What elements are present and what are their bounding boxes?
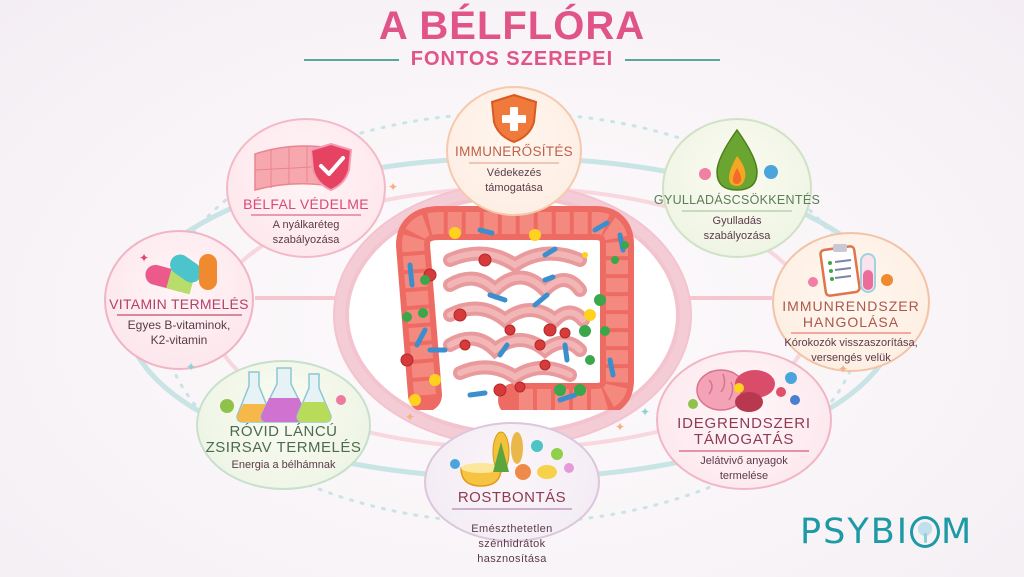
node-label: RÓVID LÁNCÚ — [229, 423, 338, 440]
node-desc: Kórokozók visszaszorítása, — [784, 336, 918, 349]
node-desc: K2-vitamin — [150, 332, 208, 347]
divider — [452, 508, 572, 510]
node-label: BÉLFAL VÉDELME — [243, 196, 369, 212]
divider — [682, 210, 792, 212]
sparkle-icon: ✦ — [388, 180, 399, 194]
node-desc: Energia a bélhámnak — [231, 459, 336, 471]
node-desc: szabályozása — [272, 233, 340, 246]
page-subtitle: FONTOS SZEREPEI — [410, 48, 614, 70]
node-gyulladascsokkentes: GYULLADÁSCSÖKKENTÉS Gyulladás szabályozá… — [654, 118, 820, 258]
node-label: VITAMIN TERMELÉS — [109, 296, 249, 312]
node-desc: versengés velük — [811, 351, 891, 364]
node-desc: A nyálkaréteg — [272, 218, 340, 231]
node-label: ROSTBONTÁS — [457, 489, 567, 506]
node-label: HANGOLÁSA — [802, 314, 900, 330]
logo-text: PSYBI — [800, 512, 910, 552]
subtitle-line-right — [625, 58, 721, 61]
node-desc: Jelátvivő anyagok — [700, 454, 788, 467]
node-desc: Gyulladás — [712, 214, 762, 227]
psybiom-logo: PSYBI M — [800, 512, 973, 552]
node-desc: hasznosítása — [477, 553, 547, 565]
clipboard-test-tube-icon — [808, 244, 893, 297]
page-title: A BÉLFLÓRA — [378, 4, 646, 48]
shield-cross-icon — [490, 93, 538, 144]
node-immunerosites: IMMUNERŐSÍTÉS Védekezés támogatása — [446, 86, 582, 216]
node-immunrendszer-hangolasa: IMMUNRENDSZER HANGOLÁSA Kórokozók vissza… — [772, 232, 930, 372]
rostbontas-desc: Emészthetetlen szénhidrátok hasznosítása — [424, 522, 600, 567]
node-belfal-vedelme: BÉLFAL VÉDELME A nyálkaréteg szabályozás… — [226, 118, 386, 258]
flame-drop-icon — [699, 128, 778, 191]
node-desc: Védekezés — [486, 166, 542, 179]
node-label: IMMUNRENDSZER — [782, 298, 920, 314]
node-label: GYULLADÁSCSÖKKENTÉS — [653, 193, 821, 207]
divider — [791, 332, 911, 334]
subtitle-line-left — [303, 58, 399, 61]
node-label: ZSIRSAV TERMELÉS — [205, 439, 362, 456]
node-desc: Emészthetetlen — [471, 523, 553, 535]
divider — [679, 450, 809, 452]
subtitle-row: FONTOS SZEREPEI — [0, 48, 1024, 71]
capsules-icon: ✦ — [139, 251, 217, 295]
node-idegrendszeri-tamogatas: IDEGRENDSZERI TÁMOGATÁS Jelátvivő anyago… — [656, 350, 832, 490]
svg-text:✦: ✦ — [139, 251, 149, 265]
sparkle-icon: ✦ — [186, 360, 197, 374]
node-desc: szabályozása — [703, 229, 771, 242]
node-label: IDEGRENDSZERI — [677, 415, 811, 432]
node-desc: szénhidrátok — [478, 538, 546, 550]
node-desc: Egyes B-vitaminok, — [127, 317, 231, 332]
node-rostbontas: ROSTBONTÁS — [424, 422, 600, 542]
node-rovid-lancu-zsirsav: RÓVID LÁNCÚ ZSIRSAV TERMELÉS Energia a b… — [196, 360, 371, 490]
divider — [251, 214, 361, 216]
sparkle-icon: ✦ — [838, 362, 849, 376]
flasks-icon — [219, 367, 346, 423]
logo-text: M — [941, 512, 974, 552]
brain-gut-icon — [688, 369, 800, 412]
node-label: IMMUNERŐSÍTÉS — [455, 144, 573, 159]
sparkle-icon: ✦ — [615, 420, 626, 434]
node-desc: termelése — [719, 469, 769, 482]
node-desc: támogatása — [485, 181, 543, 194]
gut-wall-shield-check-icon — [254, 142, 353, 192]
intestine-with-bacteria-icon — [396, 206, 634, 410]
sparkle-icon: ✦ — [640, 405, 651, 419]
divider — [116, 314, 242, 316]
grains-fruit-icon — [450, 431, 574, 487]
node-label: TÁMOGATÁS — [693, 431, 795, 448]
brain-tree-icon — [910, 516, 941, 548]
sparkle-icon: ✦ — [405, 410, 416, 424]
node-vitamin-termeles: ✦ VITAMIN TERMELÉS Egyes B-vitaminok, K2… — [104, 230, 254, 370]
divider — [469, 162, 559, 164]
